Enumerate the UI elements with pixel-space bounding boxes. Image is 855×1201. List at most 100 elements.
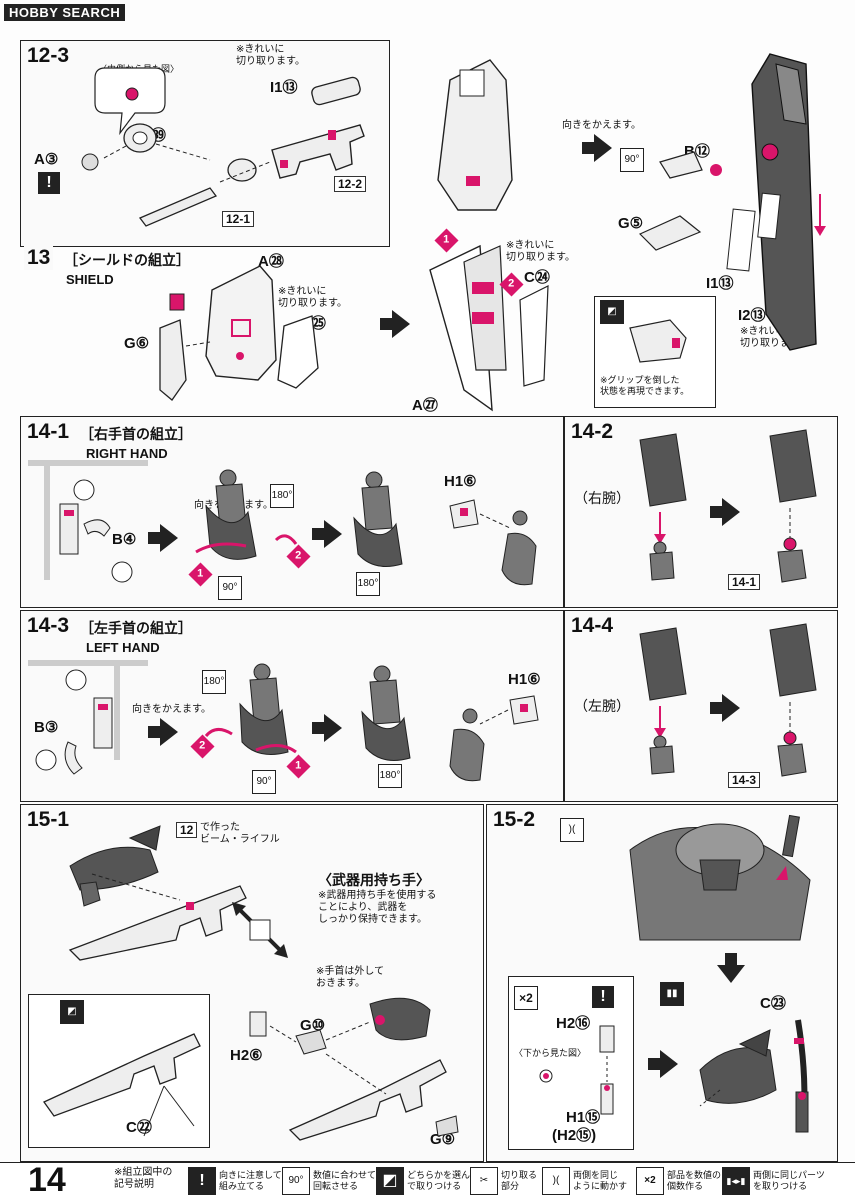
note-clean-cut-shield: ※きれいに 切り取ります。 — [740, 326, 809, 349]
rifle-hand-drawing-top — [68, 825, 247, 961]
part-c22: C㉒ — [126, 1119, 152, 1136]
step-14-4-label: 14-4 — [568, 614, 617, 638]
legend-item-both-move: )( 両側を同じ ように動かす — [542, 1167, 627, 1195]
note-clean-cut-12-3: ※きれいに 切り取ります。 — [236, 44, 305, 67]
part-g6: G⑥ — [124, 335, 150, 352]
choose-arrow-drawing — [232, 902, 288, 958]
step-14-3-title-en: LEFT HAND — [86, 640, 160, 655]
step-14-1-title-jp: ［右手首の組立］ — [80, 427, 192, 443]
legend-item-rotate: 90° 数値に合わせて 回転させる — [282, 1167, 376, 1195]
runner-drawing-14-1 — [28, 460, 148, 583]
rotate-angle-2: 180° — [270, 484, 294, 508]
legend-item-choose: ◩ どちらかを選ん で取りつける — [376, 1167, 470, 1195]
grip-note: ※グリップを倒した 状態を再現できます。 — [600, 376, 690, 397]
rotate-icon: 90° — [282, 1167, 310, 1195]
ref-12-2: 12-2 — [334, 176, 367, 192]
step-14-2-label: 14-2 — [568, 420, 617, 444]
scissors-icon: ✂ — [470, 1167, 498, 1195]
step-arrow-shield — [582, 134, 612, 162]
rotate-90-icon: 90° — [620, 148, 644, 172]
choose-icon: ◩ — [376, 1167, 404, 1195]
shield-back-drawing — [638, 53, 826, 351]
barrel-parts-drawing — [539, 1025, 615, 1115]
hand-final-drawing-14-3 — [449, 695, 539, 782]
hand-rotated-drawing-14-1 — [353, 471, 403, 567]
multiply-icon: ×2 — [636, 1167, 664, 1195]
legend-item-orientation: ! 向きに注意して 組み立てる — [188, 1167, 282, 1195]
part-b4: B④ — [112, 531, 137, 548]
step-14-1-label: 14-1 — [24, 420, 73, 444]
wrist-note: ※手首は外して おきます。 — [316, 966, 385, 989]
hand-rotate-drawing-14-1 — [195, 469, 298, 560]
inside-view-callout — [94, 67, 166, 136]
legend-text: 切り取る 部分 — [501, 1170, 538, 1191]
legend-item-cut: ✂ 切り取る 部分 — [470, 1167, 537, 1195]
legend-text: 両側に同じパーツ を取りつける — [753, 1170, 825, 1191]
legend-text: 向きに注意して 組み立てる — [219, 1170, 282, 1191]
hand-rotate-drawing-14-3 — [204, 663, 297, 755]
part-g9: G⑨ — [430, 1131, 456, 1148]
weapon-hand-title: 〈武器用持ち手〉 — [318, 873, 430, 889]
legend-heading: ※組立図中の 記号説明 — [114, 1167, 173, 1190]
part-c23: C㉓ — [760, 995, 786, 1012]
step-arrow-14-2 — [710, 498, 740, 526]
note-clean-cut-13b: ※きれいに 切り取ります。 — [506, 240, 575, 263]
orientation-warning-icon: ! — [38, 172, 60, 194]
move-both-icon: )( — [542, 1167, 570, 1195]
warning-icon: ! — [188, 1167, 216, 1195]
step-13-label: 13 — [24, 246, 54, 270]
note-turn-14-3: 向きをかえます。 — [132, 704, 211, 715]
step-arrow-13 — [380, 310, 410, 338]
watermark: HOBBY SEARCH — [4, 4, 126, 21]
step-14-1-title-en: RIGHT HAND — [86, 446, 168, 461]
bottom-view-label: 〈下から見た図〉 — [514, 1049, 587, 1059]
orientation-warning-icon-15-2: ! — [592, 986, 614, 1008]
step-arrow-15-2 — [648, 1050, 678, 1078]
backpack-drawing — [699, 1019, 809, 1133]
rifle-ref-number: 12 — [176, 822, 198, 838]
step-14-3-label: 14-3 — [24, 614, 73, 638]
hand-final-drawing-14-1 — [449, 499, 537, 586]
step-arrow-14-3b — [312, 714, 342, 742]
rotate-angle-3: 180° — [356, 572, 380, 596]
note-turn-shield: 向きをかえます。 — [562, 120, 641, 131]
step-13-title-en: SHIELD — [66, 272, 114, 287]
chest-drawing — [629, 814, 811, 941]
choose-one-icon: ◩ — [600, 300, 624, 324]
part-h2-15: (H2⑮) — [552, 1127, 597, 1144]
legend-text: 両側を同じ ように動かす — [573, 1170, 628, 1191]
right-arm-label: （右腕） — [574, 491, 630, 507]
legend-item-both-sides: ▮◂▸▮ 両側に同じパーツ を取りつける — [722, 1167, 825, 1195]
part-a28: A㉘ — [258, 253, 284, 270]
ref-14-3: 14-3 — [728, 772, 761, 788]
legend-item-multiple: ×2 部品を数値の 個数作る — [636, 1167, 721, 1195]
runner-drawing-14-3 — [28, 660, 148, 775]
rifle-ref-text: で作った ビーム・ライフル — [200, 822, 280, 845]
step-14-3-title-jp: ［左手首の組立］ — [80, 621, 192, 637]
ref-12-1: 12-1 — [222, 211, 255, 227]
part-b3: B③ — [34, 719, 59, 736]
rotate-angle-6: 180° — [378, 764, 402, 788]
rotate-angle-5: 90° — [252, 770, 276, 794]
both-sides-icon: ▮▮ — [660, 982, 684, 1006]
part-h1-6-left: H1⑥ — [508, 671, 541, 688]
part-i2-13: I2⑬ — [738, 307, 766, 324]
rotate-angle-4: 180° — [202, 670, 226, 694]
both-sides-icon: ▮◂▸▮ — [722, 1167, 750, 1195]
part-a3: A③ — [34, 151, 59, 168]
weapon-hand-note: ※武器用持ち手を使用する ことにより、武器を しっかり保持できます。 — [318, 890, 437, 925]
hand-rotated-drawing-14-3 — [361, 665, 411, 761]
grip-folded-drawing — [629, 319, 687, 363]
part-i1-13: I1⑬ — [270, 79, 298, 96]
choose-one-icon-15-1: ◩ — [60, 1000, 84, 1024]
note-clean-cut-13: ※きれいに 切り取ります。 — [278, 286, 347, 309]
right-arm-drawing — [639, 429, 817, 583]
page-number: 14 — [28, 1161, 66, 1199]
rifle-assembly-drawing — [81, 76, 365, 227]
step-15-2-label: 15-2 — [490, 808, 539, 832]
left-arm-label: （左腕） — [574, 699, 630, 715]
legend-text: どちらかを選ん で取りつける — [407, 1170, 471, 1191]
part-h1-6-right: H1⑥ — [444, 473, 477, 490]
part-c24: C㉔ — [524, 269, 550, 286]
weapon-hand-assembly-drawing — [249, 997, 459, 1141]
